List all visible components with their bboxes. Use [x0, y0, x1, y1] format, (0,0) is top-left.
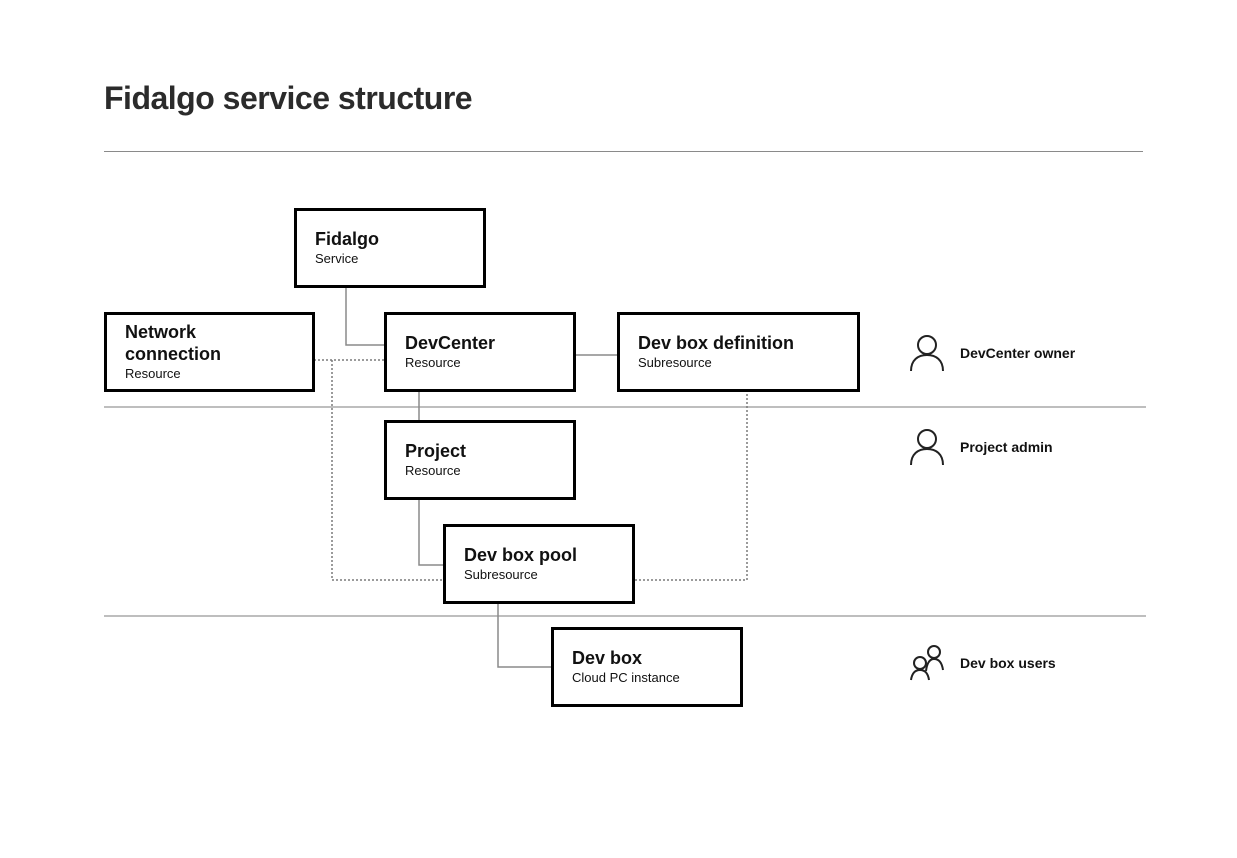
- node-name: Dev box: [572, 648, 643, 668]
- connector-definition-pool-dotted: [634, 390, 748, 581]
- role-label: Project admin: [960, 439, 1053, 455]
- node-dev-box: Dev box Cloud PC instance: [551, 627, 743, 707]
- role-devcenter-owner: DevCenter owner: [908, 333, 1075, 373]
- node-dev-box-pool: Dev box pool Subresource: [443, 524, 635, 604]
- node-type: Service: [315, 251, 359, 266]
- person-icon: [910, 429, 944, 466]
- node-project: Project Resource: [384, 420, 576, 500]
- page-title: Fidalgo service structure: [104, 80, 473, 116]
- node-type: Subresource: [464, 567, 538, 582]
- node-name: DevCenter: [405, 333, 496, 353]
- role-label: DevCenter owner: [960, 345, 1076, 361]
- node-type: Cloud PC instance: [572, 670, 680, 685]
- node-name: Dev box definition: [638, 333, 795, 353]
- node-fidalgo: Fidalgo Service: [294, 208, 486, 288]
- node-type: Subresource: [638, 355, 712, 370]
- connector-network-pool-dotted-loop: [331, 360, 444, 581]
- people-icon: [910, 645, 944, 681]
- role-label: Dev box users: [960, 655, 1056, 671]
- node-dev-box-definition: Dev box definition Subresource: [617, 312, 860, 392]
- node-devcenter: DevCenter Resource: [384, 312, 576, 392]
- role-dev-box-users: Dev box users: [908, 643, 1056, 683]
- connector-pool-devbox: [497, 603, 552, 668]
- connector-project-pool: [418, 498, 444, 566]
- node-name: Fidalgo: [315, 229, 379, 249]
- node-type: Resource: [405, 463, 461, 478]
- node-type: Resource: [125, 366, 181, 381]
- connector-fidalgo-devcenter: [345, 287, 385, 346]
- person-icon: [910, 335, 944, 372]
- role-project-admin: Project admin: [908, 427, 1053, 467]
- node-name: Dev box pool: [464, 545, 578, 565]
- node-name: Project: [405, 441, 467, 461]
- node-network-connection: Network connection Resource: [104, 312, 315, 392]
- node-type: Resource: [405, 355, 461, 370]
- node-name: Network connection: [125, 322, 222, 364]
